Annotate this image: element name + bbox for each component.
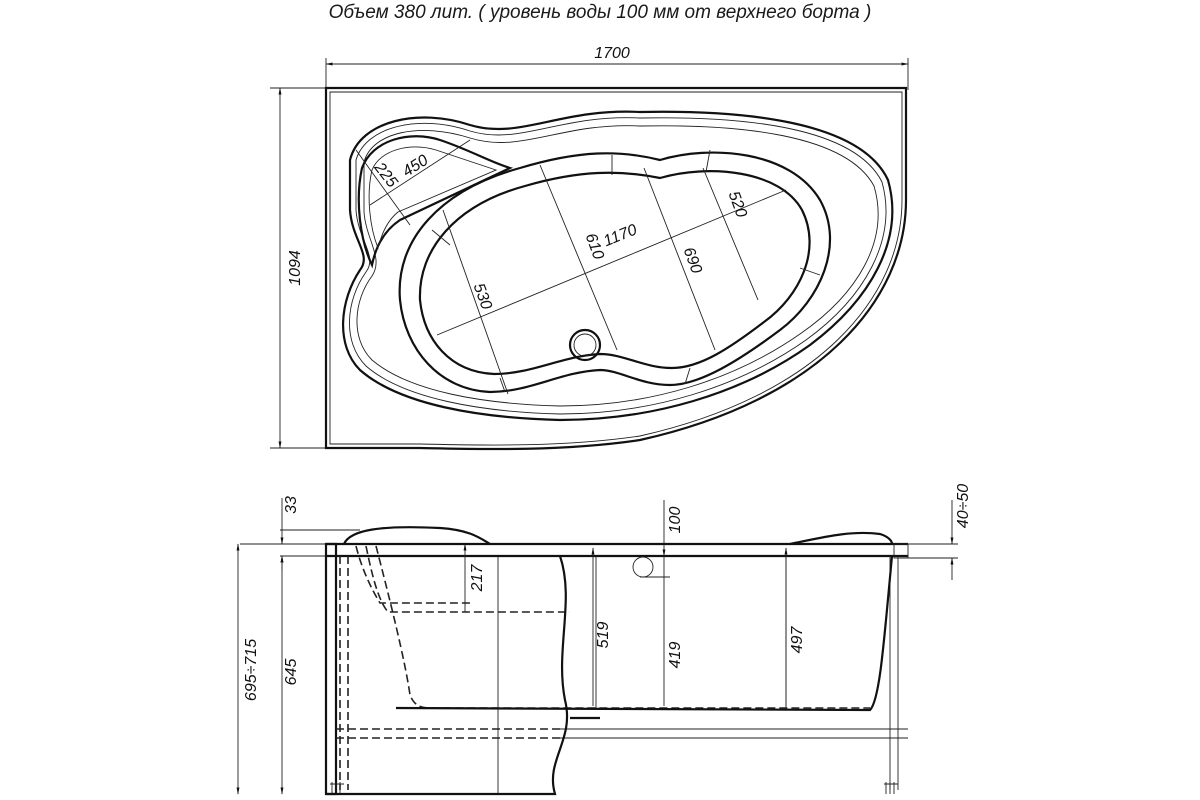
dim-leg-adjust: 40÷50 [955,484,972,528]
dim-depth-419: 419 [667,642,684,669]
dim-rim-33: 33 [283,496,300,514]
dim-water-100: 100 [667,507,684,534]
dim-headrest-450: 450 [400,152,432,181]
dim-inner-520: 520 [725,189,750,220]
dim-depth-497: 497 [789,626,806,654]
dim-inner-1170: 1170 [601,221,639,250]
dim-headrest-225: 225 [370,159,401,191]
dim-height-total: 695÷715 [243,639,260,701]
dim-inner-530: 530 [470,281,495,312]
side-view: 33 695÷715 645 217 100 519 419 497 40÷50 [236,484,972,796]
top-view: 1700 1094 225 450 1170 [270,45,909,451]
dim-inner-690: 690 [680,245,705,276]
dim-width-1700: 1700 [594,45,630,62]
dim-headrest-217: 217 [469,564,486,593]
dim-height-645: 645 [283,659,300,686]
dim-depth-519: 519 [595,622,612,649]
drawing-title: Объем 380 лит. ( уровень воды 100 мм от … [328,2,872,23]
dim-depth-1094: 1094 [287,250,304,286]
